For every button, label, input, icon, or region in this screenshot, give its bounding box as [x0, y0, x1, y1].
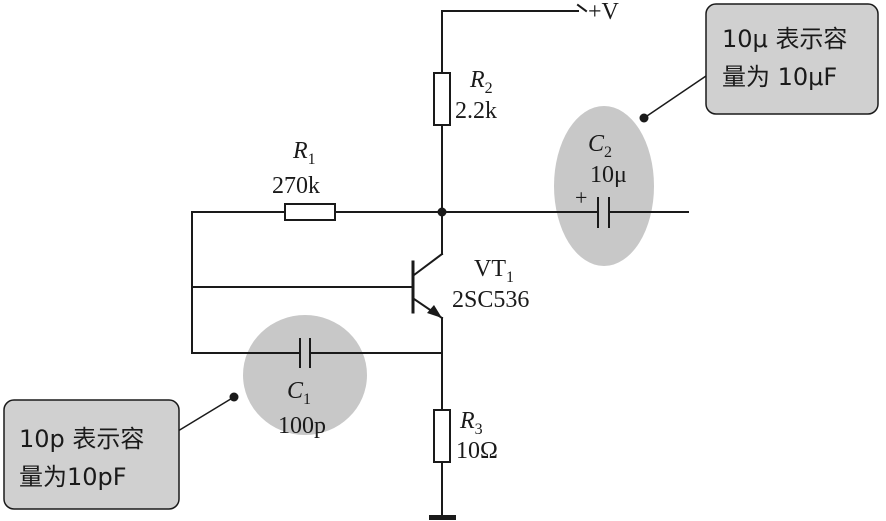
ground-symbol [429, 515, 456, 520]
r2-value: 2.2k [455, 98, 497, 124]
r2-label: R2 [469, 67, 493, 97]
r3-value: 10Ω [456, 438, 498, 464]
r1-value: 270k [272, 173, 320, 199]
c2-callout-leader [643, 75, 707, 119]
c2-label: C2 [588, 131, 612, 161]
c1-callout-line1: 10p 表示容 [19, 425, 144, 453]
vt1-emitter-arrow [427, 305, 442, 318]
c2-value: 10μ [590, 162, 627, 188]
r1-label: R1 [292, 138, 316, 168]
c1-callout-leader [177, 396, 235, 432]
c2-polarity: + [575, 185, 587, 210]
supply-label: +V [588, 0, 620, 25]
vt1-part: 2SC536 [452, 287, 529, 313]
c2-callout-box [705, 3, 879, 115]
c1-callout-dot [229, 392, 239, 402]
c2-callout-line2: 量为 10μF [722, 63, 837, 91]
junction-dot [437, 207, 447, 217]
supply-arrow-tick [576, 3, 588, 13]
c1-highlight [243, 315, 367, 435]
c1-label: C1 [287, 378, 311, 408]
c1-callout-box [3, 399, 180, 510]
c1-value: 100p [278, 413, 326, 439]
r1-resistor [284, 203, 336, 221]
r2-resistor [433, 72, 451, 126]
c2-callout-dot [639, 113, 649, 123]
r3-resistor [433, 409, 451, 463]
c2-callout-line1: 10μ 表示容 [722, 25, 847, 53]
c1-callout-line2: 量为10pF [19, 463, 127, 491]
vt1-label: VT1 [474, 256, 514, 286]
vt1-collector [412, 252, 444, 277]
r3-label: R3 [459, 408, 483, 438]
c2-highlight [554, 106, 654, 266]
